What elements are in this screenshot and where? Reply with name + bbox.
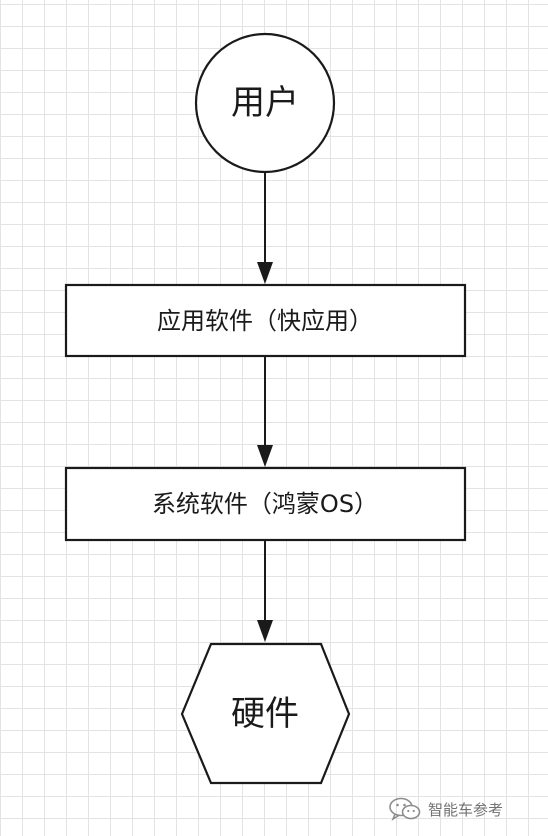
edge-system-to-hardware: [257, 540, 273, 642]
node-system-software-label: 系统软件（鸿蒙OS）: [152, 490, 378, 518]
node-user: 用户: [194, 32, 336, 174]
node-hardware: 硬件: [180, 642, 351, 785]
edge-user-to-app-software: [257, 172, 273, 284]
node-app-software-label: 应用软件（快应用）: [157, 307, 373, 335]
node-hardware-label: 硬件: [231, 694, 299, 734]
node-app-software: 应用软件（快应用）: [64, 283, 467, 358]
edge-app-to-system-software: [257, 356, 273, 467]
wechat-icon: [389, 797, 421, 821]
arrow-head-icon: [257, 262, 273, 284]
arrow-head-icon: [257, 620, 273, 642]
node-user-label: 用户: [231, 83, 299, 123]
watermark: 智能车参考: [388, 794, 538, 824]
watermark-text: 智能车参考: [428, 800, 504, 819]
arrow-head-icon: [257, 445, 273, 467]
node-system-software: 系统软件（鸿蒙OS）: [64, 466, 467, 542]
